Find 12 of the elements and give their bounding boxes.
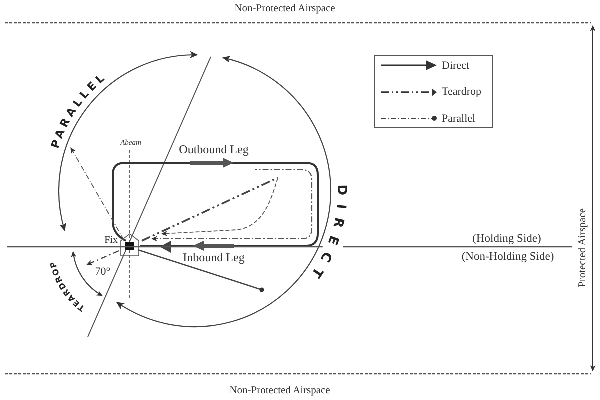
legend-label: Parallel	[442, 112, 476, 126]
fix-label: Fix	[104, 236, 118, 246]
legend-label: Direct	[442, 58, 470, 74]
airspace-label: Non-Protected Airspace	[230, 386, 330, 396]
airspace-label: Protected Airspace	[578, 208, 588, 288]
airspace-label: Non-Protected Airspace	[234, 4, 336, 14]
side-label: (Holding Side)	[472, 232, 542, 246]
leg-label: Inbound Leg	[183, 252, 245, 264]
legend-label: Teardrop	[442, 85, 482, 100]
leg-label: Outbound Leg	[179, 144, 249, 156]
angle-label: 70°	[95, 267, 111, 279]
side-label: (Non-Holding Side)	[462, 250, 554, 264]
